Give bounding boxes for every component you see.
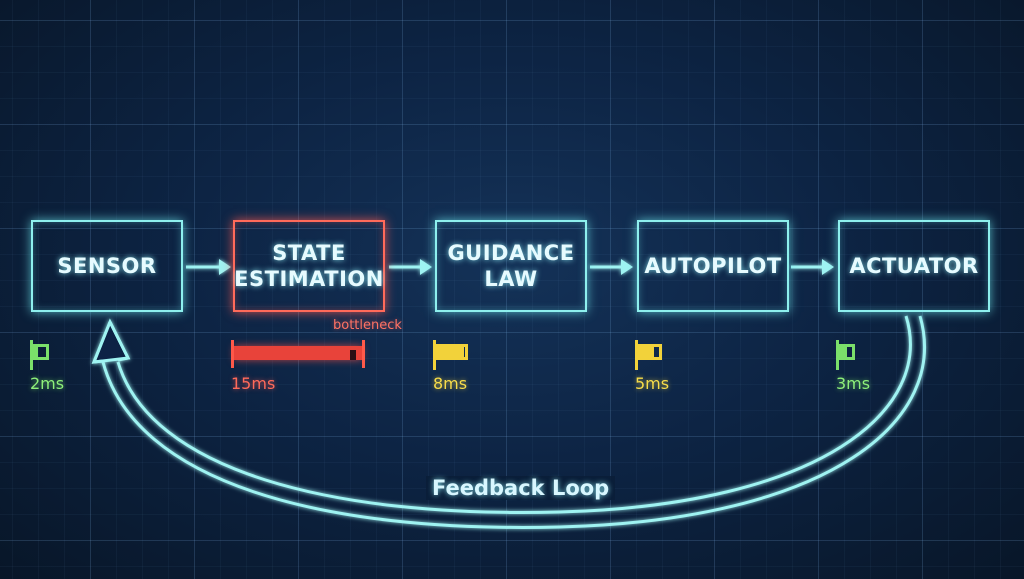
stage-label-guidance-law: GUIDANCE LAW: [447, 241, 575, 291]
arrow-sensor-to-state-estimation: [186, 259, 231, 275]
latency-value-actuator: 3ms: [836, 374, 871, 393]
arrow-state-estimation-to-guidance-law: [389, 259, 432, 275]
flag-icon: [635, 340, 663, 370]
stage-box-guidance-law: GUIDANCE LAW: [435, 220, 587, 312]
stage-label-sensor: SENSOR: [57, 254, 157, 278]
latency-value-state-estimation: 15ms: [231, 374, 276, 393]
flag-icon: [836, 340, 860, 370]
bottleneck-annotation: bottleneck: [333, 318, 402, 333]
latency-value-sensor: 2ms: [30, 374, 65, 393]
arrow-guidance-law-to-autopilot: [590, 259, 633, 275]
feedback-loop-arrow: [91, 315, 926, 529]
stage-box-autopilot: AUTOPILOT: [637, 220, 789, 312]
stage-label-autopilot: AUTOPILOT: [644, 254, 782, 278]
flag-icon: [30, 340, 54, 370]
stage-label-actuator: ACTUATOR: [849, 254, 979, 278]
arrow-autopilot-to-actuator: [791, 259, 834, 275]
stage-box-sensor: SENSOR: [31, 220, 183, 312]
stage-box-state-estimation: STATE ESTIMATION: [233, 220, 385, 312]
stage-label-state-estimation: STATE ESTIMATION: [234, 241, 384, 291]
flag-icon: [433, 340, 469, 370]
feedback-loop-label: Feedback Loop: [426, 476, 616, 500]
stage-box-actuator: ACTUATOR: [838, 220, 990, 312]
latency-value-guidance-law: 8ms: [433, 374, 468, 393]
latency-bar-icon: [231, 340, 365, 368]
latency-value-autopilot: 5ms: [635, 374, 670, 393]
